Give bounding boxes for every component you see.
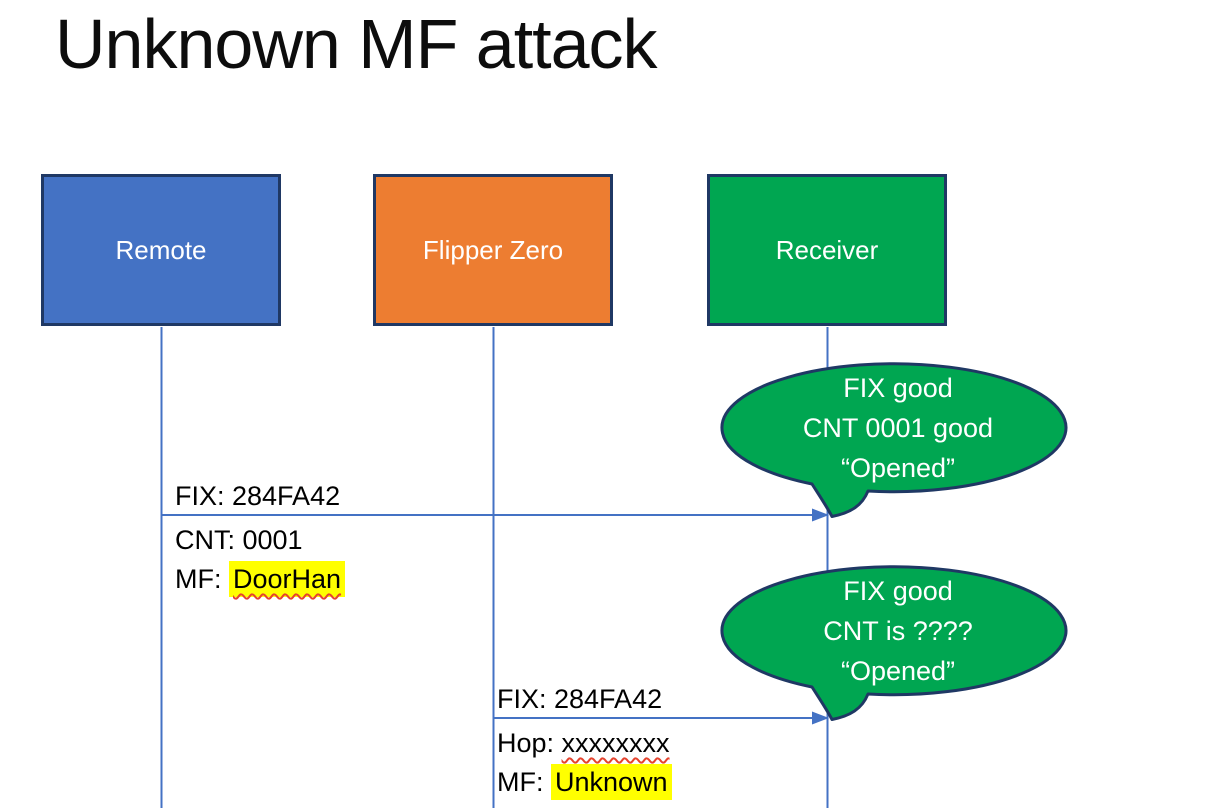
bubble-1-line-2: CNT 0001 good [802,413,994,443]
message-2-mf-prefix: MF: [497,767,551,797]
bubble-1-line-3: “Opened” [840,453,956,483]
actor-box-remote: Remote [41,174,281,326]
bubble-2-line-3: “Opened” [840,656,956,686]
actor-label-receiver: Receiver [775,234,879,265]
bubble-1-text: FIX good CNT 0001 good “Opened” [728,368,1068,488]
actor-box-flipper-zero: Flipper Zero [373,174,613,326]
arrow-1-head [812,508,829,522]
message-2-hop-value-squiggle: xxxxxxxx [561,728,670,758]
message-2-hop-prefix: Hop: [497,728,562,758]
speech-bubble-2 [720,565,1068,721]
message-1-mf-line: MF: DoorHan [175,560,346,599]
speech-bubble-1 [720,362,1068,518]
message-1-mf-value-highlighted: DoorHan [229,561,346,597]
actor-label-flipper-zero: Flipper Zero [422,234,564,265]
message-2-hop-line: Hop: xxxxxxxx [497,724,672,763]
bubble-2-text: FIX good CNT is ???? “Opened” [728,571,1068,691]
actor-label-remote: Remote [115,234,207,265]
message-1-cnt-prefix: CNT: [175,525,243,555]
message-1-mf-prefix: MF: [175,564,229,594]
message-2-mf-value-highlighted: Unknown [551,764,672,800]
actor-box-receiver: Receiver [707,174,947,326]
message-1-detail-labels: CNT: 0001 MF: DoorHan [175,521,346,599]
message-2-detail-labels: Hop: xxxxxxxx MF: Unknown [497,724,672,802]
page-title: Unknown MF attack [55,5,658,83]
arrow-2-head [812,711,829,725]
bubble-2-line-1: FIX good [843,576,953,606]
bubble-1-line-1: FIX good [843,373,953,403]
message-1-cnt-value: 0001 [242,525,303,555]
message-2-fix-label: FIX: 284FA42 [497,684,663,714]
message-1-fix-label: FIX: 284FA42 [175,481,341,511]
message-1-cnt-line: CNT: 0001 [175,521,345,560]
message-2-mf-line: MF: Unknown [497,763,672,802]
bubble-2-line-2: CNT is ???? [823,616,973,646]
